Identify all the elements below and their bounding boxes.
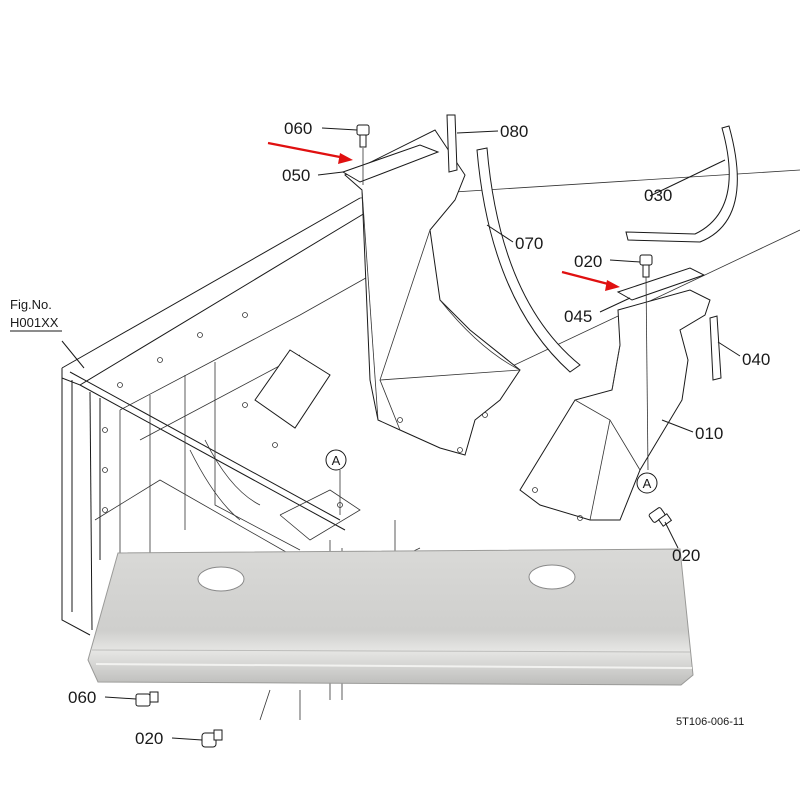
part-010-right-duct xyxy=(519,289,711,521)
callout-050: 050 xyxy=(282,166,310,185)
callout-020-mid: 020 xyxy=(672,546,700,565)
bolt-020-top xyxy=(639,254,653,278)
highlight-arrow-right xyxy=(561,270,620,291)
callout-060-bottom: 060 xyxy=(68,688,96,707)
plate-photo xyxy=(87,548,694,686)
callout-045: 045 xyxy=(564,307,592,326)
callout-080: 080 xyxy=(500,122,528,141)
bolt-020-bottom xyxy=(201,729,223,748)
highlight-arrow-top xyxy=(267,141,353,164)
callout-020-top: 020 xyxy=(574,252,602,271)
part-070-curved-strip xyxy=(476,147,581,373)
callout-060-top: 060 xyxy=(284,119,312,138)
leader-lines xyxy=(10,127,741,741)
drawing-code: 5T106-006-11 xyxy=(676,716,744,728)
fig-no-value: H001XX xyxy=(10,315,59,330)
bolt-060-bottom xyxy=(135,691,159,707)
bolt-060-top xyxy=(356,124,370,148)
part-050-plate xyxy=(341,144,440,183)
ref-a-left: A xyxy=(325,449,347,471)
plate-hole-left xyxy=(197,566,245,592)
part-080-strip xyxy=(446,114,458,173)
part-040-strip xyxy=(709,315,722,381)
callout-010: 010 xyxy=(695,424,723,443)
center-duct-part xyxy=(344,129,521,456)
fig-no-label: Fig.No. xyxy=(10,297,52,312)
svg-text:A: A xyxy=(332,453,341,468)
svg-text:A: A xyxy=(643,476,652,491)
part-030-curved-strip xyxy=(625,125,738,243)
callout-070: 070 xyxy=(515,234,543,253)
part-045-plate xyxy=(616,267,706,301)
bolt-020-mid xyxy=(648,507,673,527)
callout-030: 030 xyxy=(644,186,672,205)
plate-hole-right xyxy=(528,564,576,590)
ref-a-right: A xyxy=(636,472,658,494)
callout-020-bottom: 020 xyxy=(135,729,163,748)
callout-040: 040 xyxy=(742,350,770,369)
